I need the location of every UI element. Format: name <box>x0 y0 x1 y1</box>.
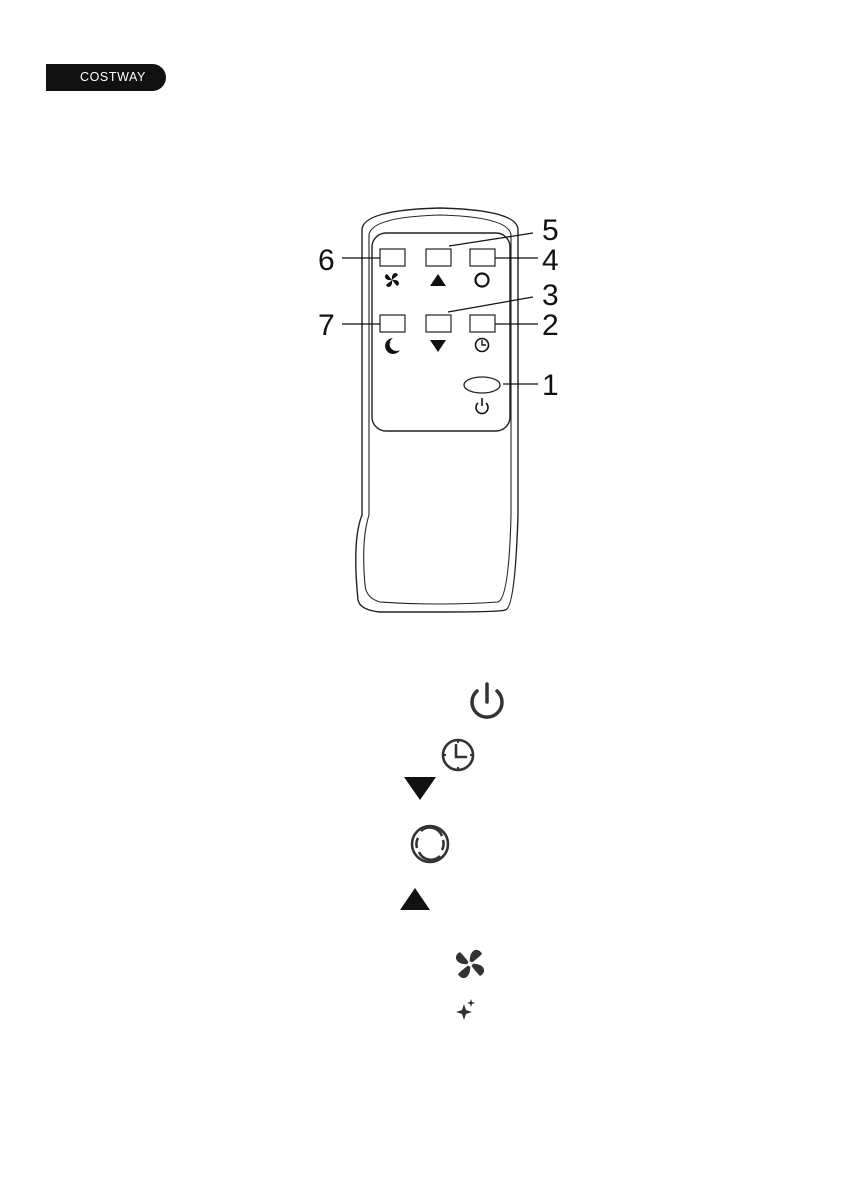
legend-oscillation-icon <box>412 826 448 862</box>
sleep-button <box>380 315 405 332</box>
legend-power-icon <box>472 684 502 717</box>
oscillation-icon <box>476 274 489 287</box>
legend-down-arrow-icon <box>404 777 436 800</box>
sleep-icon: + <box>385 338 400 354</box>
up-button <box>426 249 451 266</box>
remote-body <box>356 208 518 612</box>
callout-6: 6 <box>318 246 335 276</box>
fan-icon <box>385 273 399 287</box>
oscillation-button <box>470 249 495 266</box>
legend-up-arrow-icon <box>400 888 430 910</box>
up-arrow-icon <box>430 274 446 286</box>
legend-fan-icon <box>456 950 484 978</box>
callout-7: 7 <box>318 311 335 341</box>
power-icon <box>476 398 488 413</box>
callout-5: 5 <box>542 216 559 246</box>
down-arrow-icon <box>430 340 446 352</box>
svg-text:+: + <box>386 339 392 347</box>
legend-timer-icon <box>443 740 473 770</box>
fan-button <box>380 249 405 266</box>
timer-icon <box>476 339 489 352</box>
timer-button <box>470 315 495 332</box>
legend-sleep-icon <box>456 999 497 1033</box>
callout-1: 1 <box>542 371 559 401</box>
callout-4: 4 <box>542 246 559 276</box>
power-button <box>464 377 500 393</box>
callout-3: 3 <box>542 281 559 311</box>
callout-2: 2 <box>542 311 559 341</box>
down-button <box>426 315 451 332</box>
